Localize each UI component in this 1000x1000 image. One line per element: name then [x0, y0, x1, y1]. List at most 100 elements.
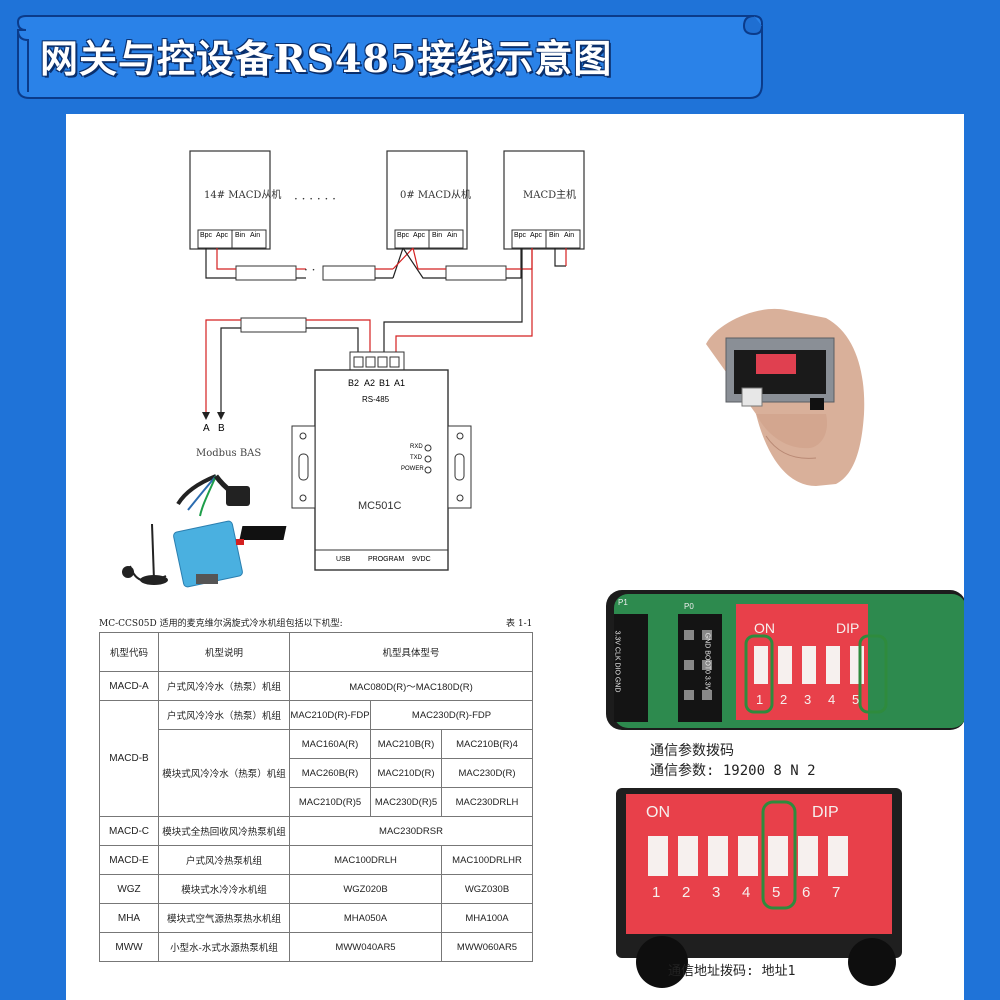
gw-a1: A1: [394, 378, 406, 388]
t-m-ain: Ain: [564, 232, 575, 239]
gw-brand: McQuay: [336, 525, 375, 536]
cell-code: MWW: [99, 932, 159, 962]
dip1-caption-2: 通信参数: 19200 8 N 2: [650, 763, 816, 779]
t-14-bin: Bin: [235, 232, 246, 239]
dip1-highlight-5: [858, 634, 888, 714]
dip-board-2: [616, 788, 902, 988]
cell-model: MAC230D(R): [441, 758, 533, 788]
cell-code: MACD-C: [99, 816, 159, 846]
th-desc: 机型说明: [158, 632, 290, 672]
gw-a2: A2: [364, 378, 376, 388]
cell-model: MHA100A: [441, 903, 533, 933]
cell-model: MAC100DRLHR: [441, 845, 533, 875]
t-14-bpc: Bpc: [200, 232, 213, 239]
table-row: 模块式风冷冷水（热泵）机组 MAC160A(R) MAC210B(R) MAC2…: [100, 729, 533, 817]
wireless-gateway: [122, 520, 244, 588]
t-m-apc: Apc: [530, 232, 543, 239]
unit-dots: · · · · · ·: [294, 192, 336, 206]
mc501c-gateway: [239, 351, 472, 571]
dip1-num-4: 4: [828, 692, 836, 707]
dip-board-1: [606, 590, 964, 730]
models-table: 机型代码 机型说明 机型具体型号 MACD-A 户式风冷冷水（热泵）机组 MAC…: [99, 632, 533, 962]
t-0-apc: Apc: [413, 232, 426, 239]
wiring-diagram: [122, 150, 964, 988]
cell-model: MAC210D(R)5: [289, 787, 371, 817]
cell-code: MHA: [99, 903, 159, 933]
cell-model: MWW040AR5: [289, 932, 442, 962]
dip1-num-1: 1: [756, 692, 764, 707]
unit-0-label: 0# MACD从机: [400, 190, 472, 201]
gw-b1: B1: [379, 378, 391, 388]
diagram-canvas: 14# MACD从机 0# MACD从机 MACD主机 · · · · · · …: [66, 114, 964, 1000]
gw-led-txd: TXD: [410, 455, 422, 461]
dip1-p0-pins: GND BOOT0 3.3V: [703, 632, 711, 691]
table-number: 表 1-1: [506, 619, 533, 629]
t-14-ain: Ain: [250, 232, 261, 239]
table-row: MHA 模块式空气源热泵热水机组 MHA050A MHA100A: [99, 903, 533, 933]
cell-model: MAC210D(R)-FDP: [289, 700, 371, 730]
unit-14-label: 14# MACD从机: [204, 190, 282, 201]
dip1-dip: DIP: [836, 620, 860, 636]
cell-model: MWW060AR5: [441, 932, 533, 962]
table-row: MACD-B 户式风冷冷水（热泵）机组 MAC210D(R)-FDP MAC23…: [99, 700, 533, 817]
table-caption: MC-CCS05D 适用的麦克维尔涡旋式冷水机组包括以下机型:: [99, 619, 343, 629]
t-m-bpc: Bpc: [514, 232, 527, 239]
cell-model: MAC230DRSR: [289, 816, 533, 846]
bas-label: Modbus BAS: [196, 448, 262, 459]
gw-b2: B2: [348, 378, 360, 388]
cell-desc: 模块式水冷冷水机组: [158, 874, 290, 904]
dip1-on: ON: [754, 620, 775, 636]
table-row: MACD-C 模块式全热回收风冷热泵机组 MAC230DRSR: [99, 816, 533, 846]
table-row: MACD-E 户式风冷热泵机组 MAC100DRLH MAC100DRLHR: [99, 845, 533, 875]
gw-led-power: POWER: [401, 466, 424, 472]
dip1-p1-pins: 3.3V CLK DIO GND: [613, 630, 621, 693]
unit-master: [503, 150, 585, 250]
gw-model: MC501C: [358, 500, 402, 512]
cell-desc: 户式风冷冷水（热泵）机组: [158, 671, 290, 701]
table-header-row: 机型代码 机型说明 机型具体型号: [99, 632, 533, 672]
cell-model: MAC210B(R)4: [441, 729, 533, 759]
cell-model: MAC210D(R): [370, 758, 442, 788]
cell-model: MAC260B(R): [289, 758, 371, 788]
gw-port-9vdc: 9VDC: [412, 556, 431, 563]
table-row: MWW 小型水-水式水源热泵机组 MWW040AR5 MWW060AR5: [99, 932, 533, 962]
module-photo: [706, 308, 865, 486]
table-row: MACD-A 户式风冷冷水（热泵）机组 MAC080D(R)～MAC180D(R…: [99, 671, 533, 701]
cell-code: MACD-B: [99, 700, 159, 817]
cell-code: WGZ: [99, 874, 159, 904]
dip2-num-6: 6: [802, 884, 811, 901]
cell-model: MAC230D(R)-FDP: [370, 700, 533, 730]
dip2-num-5: 5: [772, 884, 781, 901]
gw-rs485: RS-485: [362, 395, 390, 404]
cell-model: MAC210B(R): [370, 729, 442, 759]
cell-desc: 户式风冷热泵机组: [158, 845, 290, 875]
dip2-highlight-5: [761, 800, 797, 910]
cable-sleeve: [235, 265, 297, 281]
dip1-caption-1: 通信参数拨码: [650, 743, 734, 759]
unit-0-slave: [386, 150, 468, 250]
modbus-bas-cable: [176, 474, 250, 517]
t-14-apc: Apc: [216, 232, 229, 239]
cell-model: MAC100DRLH: [289, 845, 442, 875]
dip2-num-4: 4: [742, 884, 751, 901]
t-0-bin: Bin: [432, 232, 443, 239]
cable-sleeve: [322, 265, 376, 281]
cell-model: MAC230D(R)5: [370, 787, 442, 817]
cell-model: MHA050A: [289, 903, 442, 933]
dip2-dip: DIP: [812, 804, 839, 821]
cell-model: MAC230DRLH: [441, 787, 533, 817]
t-0-bpc: Bpc: [397, 232, 410, 239]
title-banner: [16, 15, 763, 99]
cell-desc: 小型水-水式水源热泵机组: [158, 932, 290, 962]
t-m-bin: Bin: [549, 232, 560, 239]
unit-master-label: MACD主机: [523, 190, 577, 201]
cell-desc: 模块式全热回收风冷热泵机组: [158, 816, 290, 846]
dip2-on: ON: [646, 804, 670, 821]
th-models: 机型具体型号: [289, 632, 533, 672]
th-code: 机型代码: [99, 632, 159, 672]
t-0-ain: Ain: [447, 232, 458, 239]
dip1-num-3: 3: [804, 692, 812, 707]
dip2-num-2: 2: [682, 884, 691, 901]
cell-desc: 户式风冷冷水（热泵）机组: [158, 700, 290, 730]
wire-dots: · ·: [304, 263, 316, 277]
